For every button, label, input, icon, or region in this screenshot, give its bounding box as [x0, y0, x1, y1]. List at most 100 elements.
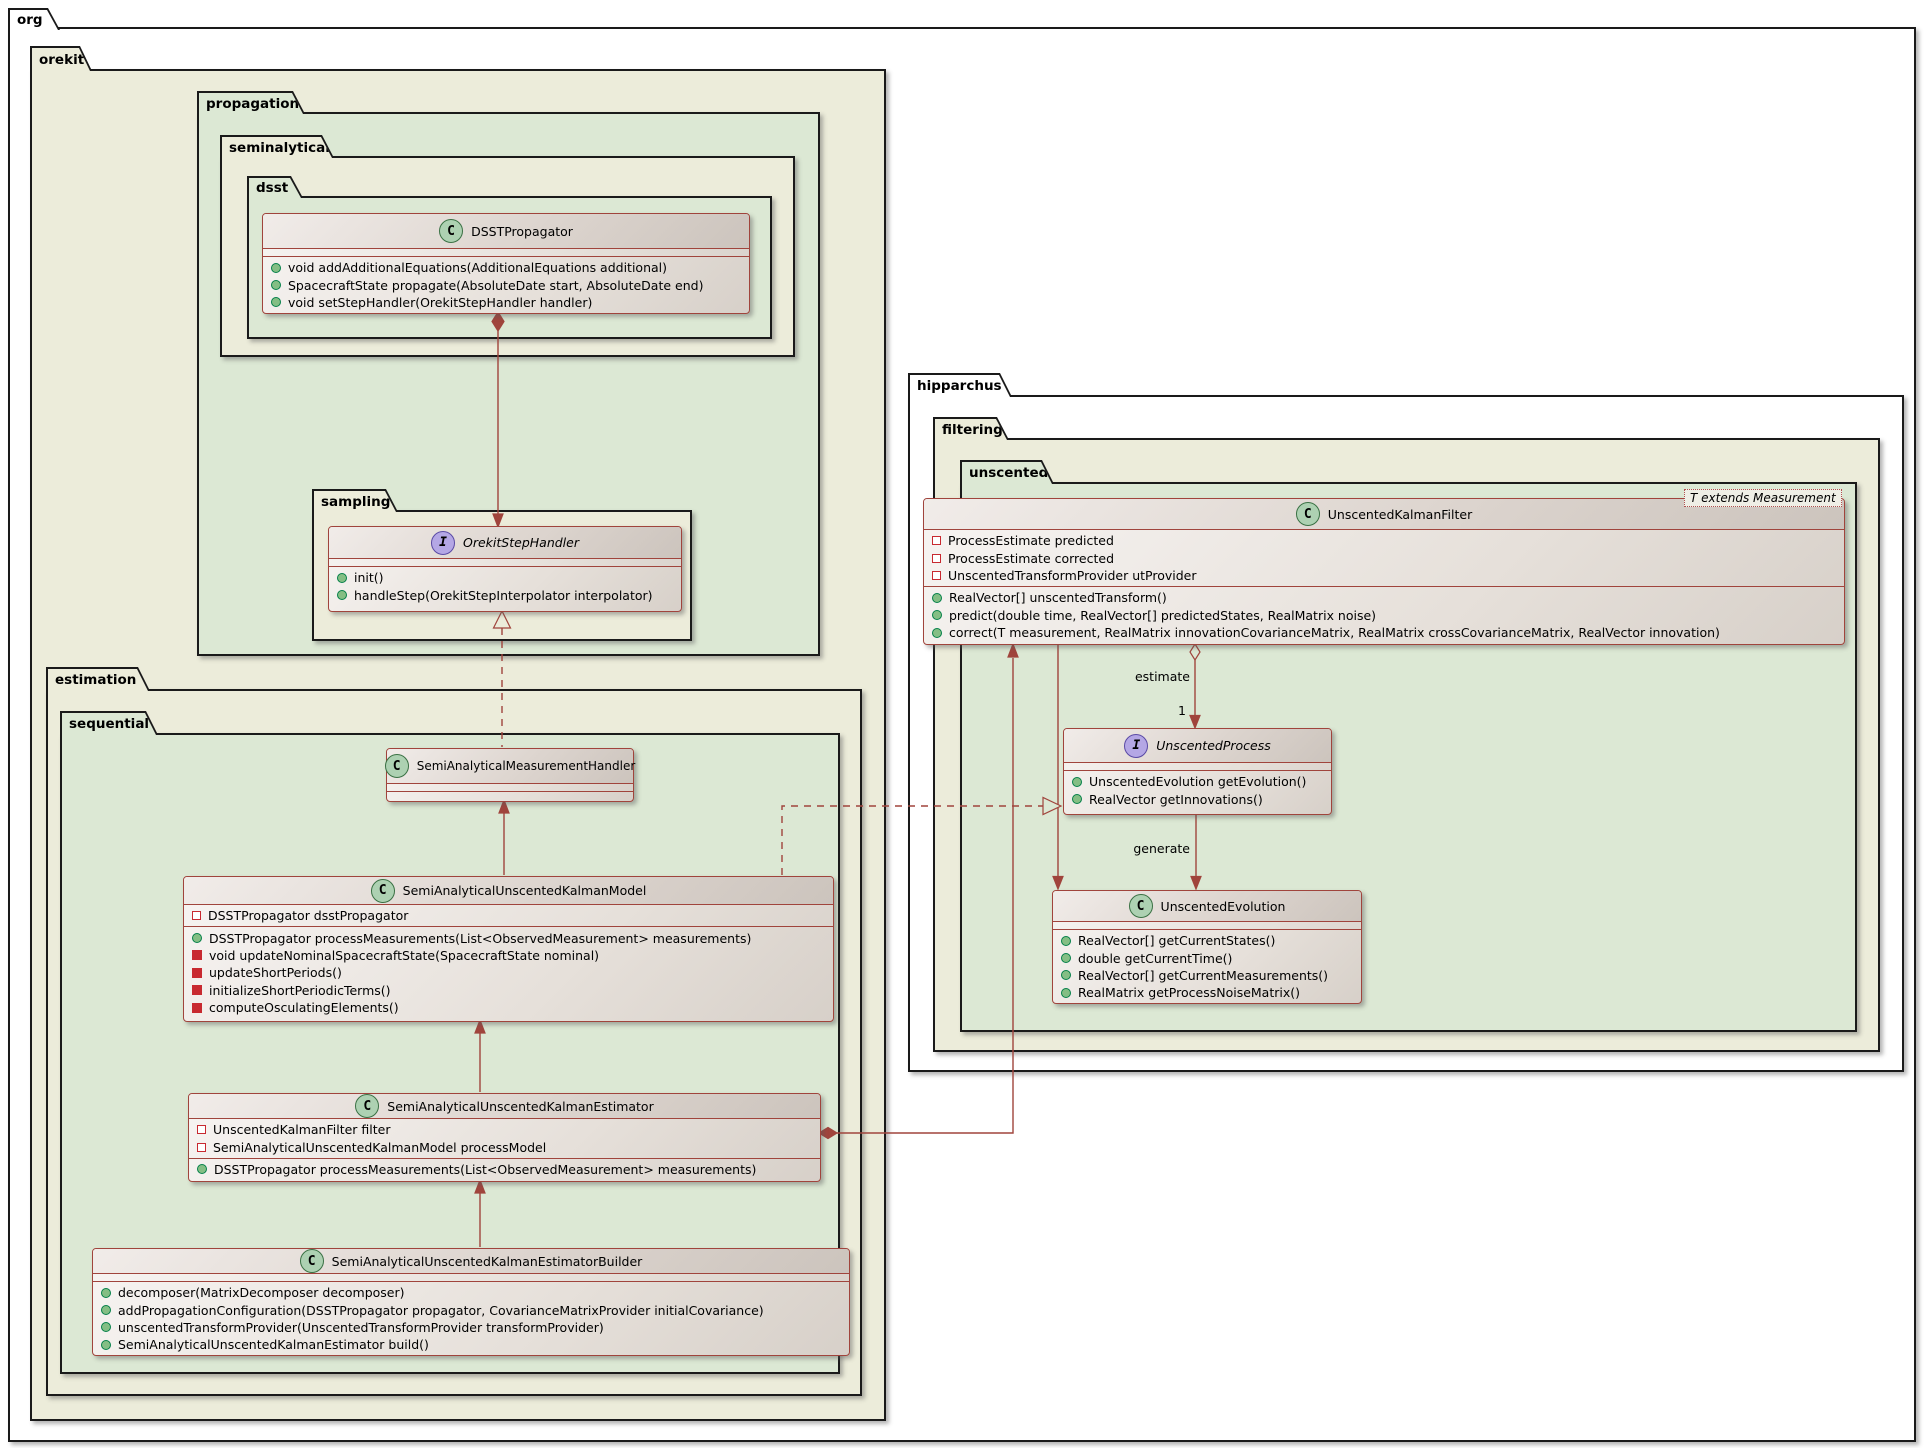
class-icon: C [1295, 502, 1320, 526]
package-dsst-label: dsst [256, 180, 289, 196]
class-icon: C [299, 1249, 324, 1273]
visibility-icon [101, 1322, 111, 1333]
visibility-icon [101, 1305, 111, 1316]
visibility-icon [1072, 794, 1082, 805]
package-sampling-tab: sampling [312, 489, 398, 512]
class-icon: C [384, 754, 409, 778]
visibility-icon [197, 1142, 206, 1152]
estimate-relation-label: estimate [1134, 669, 1190, 684]
class-semi-analytical-unscented-kalman-model: C SemiAnalyticalUnscentedKalmanModel DSS… [183, 876, 834, 1022]
interface-name: UnscentedProcess [1156, 738, 1271, 753]
field-row: UnscentedTransformProvider utProvider [924, 567, 1844, 584]
method-row: addPropagationConfiguration(DSSTPropagat… [93, 1301, 849, 1318]
package-org-label: org [17, 12, 43, 28]
class-unscented-kalman-filter: C UnscentedKalmanFilter ProcessEstimate … [923, 498, 1845, 645]
methods-compartment: void addAdditionalEquations(AdditionalEq… [263, 257, 749, 313]
methods-compartment: init() handleStep(OrekitStepInterpolator… [329, 567, 681, 611]
method-row: RealVector[] getCurrentMeasurements() [1053, 967, 1361, 984]
method-row: correct(T measurement, RealMatrix innova… [924, 624, 1844, 641]
visibility-icon [192, 985, 202, 996]
method-row: SpacecraftState propagate(AbsoluteDate s… [263, 276, 749, 293]
field-row: UnscentedKalmanFilter filter [189, 1121, 820, 1138]
package-sequential-label: sequential [69, 716, 150, 732]
package-orekit-label: orekit [39, 51, 85, 68]
fields-compartment: DSSTPropagator dsstPropagator [184, 905, 833, 928]
method-row: void addAdditionalEquations(AdditionalEq… [263, 259, 749, 276]
package-dsst-tab: dsst [247, 176, 303, 198]
methods-compartment: DSSTPropagator processMeasurements(List<… [189, 1159, 820, 1181]
visibility-icon [932, 553, 941, 563]
methods-compartment [387, 792, 633, 801]
method-row: void updateNominalSpacecraftState(Spacec… [184, 947, 833, 964]
generate-relation-label: generate [1133, 841, 1190, 856]
class-semi-analytical-unscented-kalman-estimator: C SemiAnalyticalUnscentedKalmanEstimator… [188, 1093, 821, 1182]
class-name: SemiAnalyticalUnscentedKalmanEstimatorBu… [331, 1253, 643, 1269]
class-name: UnscentedKalmanFilter [1327, 506, 1473, 522]
visibility-icon [1061, 953, 1071, 964]
class-name: SemiAnalyticalUnscentedKalmanEstimator [387, 1098, 654, 1114]
fields-compartment [387, 784, 633, 792]
methods-compartment: RealVector[] unscentedTransform() predic… [924, 587, 1844, 644]
method-row: decomposer(MatrixDecomposer decomposer) [93, 1284, 849, 1301]
visibility-icon [337, 572, 347, 583]
method-row: updateShortPeriods() [184, 964, 833, 981]
visibility-icon [101, 1287, 111, 1298]
package-unscented-label: unscented [969, 465, 1049, 481]
method-row: DSSTPropagator processMeasurements(List<… [189, 1161, 820, 1178]
package-org-tab: org [8, 8, 60, 30]
visibility-icon [192, 967, 202, 978]
visibility-icon [932, 627, 942, 638]
package-seminalytical-tab: seminalytical [220, 135, 334, 158]
visibility-icon [197, 1164, 207, 1175]
package-estimation-tab: estimation [46, 667, 150, 691]
generic-type-tag: T extends Measurement [1684, 489, 1842, 507]
methods-compartment: DSSTPropagator processMeasurements(List<… [184, 927, 833, 1021]
visibility-icon [192, 950, 202, 961]
visibility-icon [932, 570, 941, 580]
visibility-icon [1061, 970, 1071, 981]
visibility-icon [271, 297, 281, 308]
class-name: DSSTPropagator [471, 223, 573, 239]
visibility-icon [932, 592, 942, 603]
visibility-icon [271, 262, 281, 273]
visibility-icon [101, 1339, 111, 1350]
fields-compartment [1053, 922, 1361, 930]
visibility-icon [932, 610, 942, 621]
method-row: handleStep(OrekitStepInterpolator interp… [329, 586, 681, 603]
interface-unscented-process: I UnscentedProcess UnscentedEvolution ge… [1063, 728, 1332, 815]
method-row: UnscentedEvolution getEvolution() [1064, 773, 1331, 790]
class-semi-analytical-measurement-handler: C SemiAnalyticalMeasurementHandler [384, 748, 636, 802]
method-row: computeOsculatingElements() [184, 999, 833, 1016]
method-row: RealVector[] unscentedTransform() [924, 589, 1844, 606]
method-row: unscentedTransformProvider(UnscentedTran… [93, 1319, 849, 1336]
field-row: ProcessEstimate corrected [924, 549, 1844, 566]
class-icon: C [1128, 894, 1153, 918]
package-hipparchus-tab: hipparchus [908, 373, 1012, 397]
method-row: RealMatrix getProcessNoiseMatrix() [1053, 984, 1361, 1001]
visibility-icon [1072, 776, 1082, 787]
estimate-multiplicity-label: 1 [1178, 703, 1186, 718]
method-row: RealVector[] getCurrentStates() [1053, 932, 1361, 949]
field-row: DSSTPropagator dsstPropagator [184, 907, 833, 924]
package-sequential-tab: sequential [60, 711, 158, 735]
package-sampling-label: sampling [321, 493, 391, 510]
interface-name: OrekitStepHandler [463, 535, 579, 550]
visibility-icon [1061, 935, 1071, 946]
methods-compartment: decomposer(MatrixDecomposer decomposer) … [93, 1282, 849, 1356]
fields-compartment: UnscentedKalmanFilter filter SemiAnalyti… [189, 1119, 820, 1159]
class-name: UnscentedEvolution [1160, 898, 1286, 914]
class-name: SemiAnalyticalMeasurementHandler [416, 759, 636, 773]
method-row: DSSTPropagator processMeasurements(List<… [184, 929, 833, 946]
fields-compartment [1064, 763, 1331, 771]
package-orekit-tab: orekit [30, 46, 92, 71]
visibility-icon [197, 1125, 206, 1135]
interface-orekit-step-handler: I OrekitStepHandler init() handleStep(Or… [328, 526, 682, 612]
method-row: RealVector getInnovations() [1064, 790, 1331, 807]
visibility-icon [192, 911, 201, 921]
visibility-icon [337, 590, 347, 601]
class-icon: C [370, 878, 395, 903]
fields-compartment [93, 1274, 849, 1282]
interface-icon: I [1124, 733, 1149, 758]
package-unscented-tab: unscented [960, 460, 1054, 484]
